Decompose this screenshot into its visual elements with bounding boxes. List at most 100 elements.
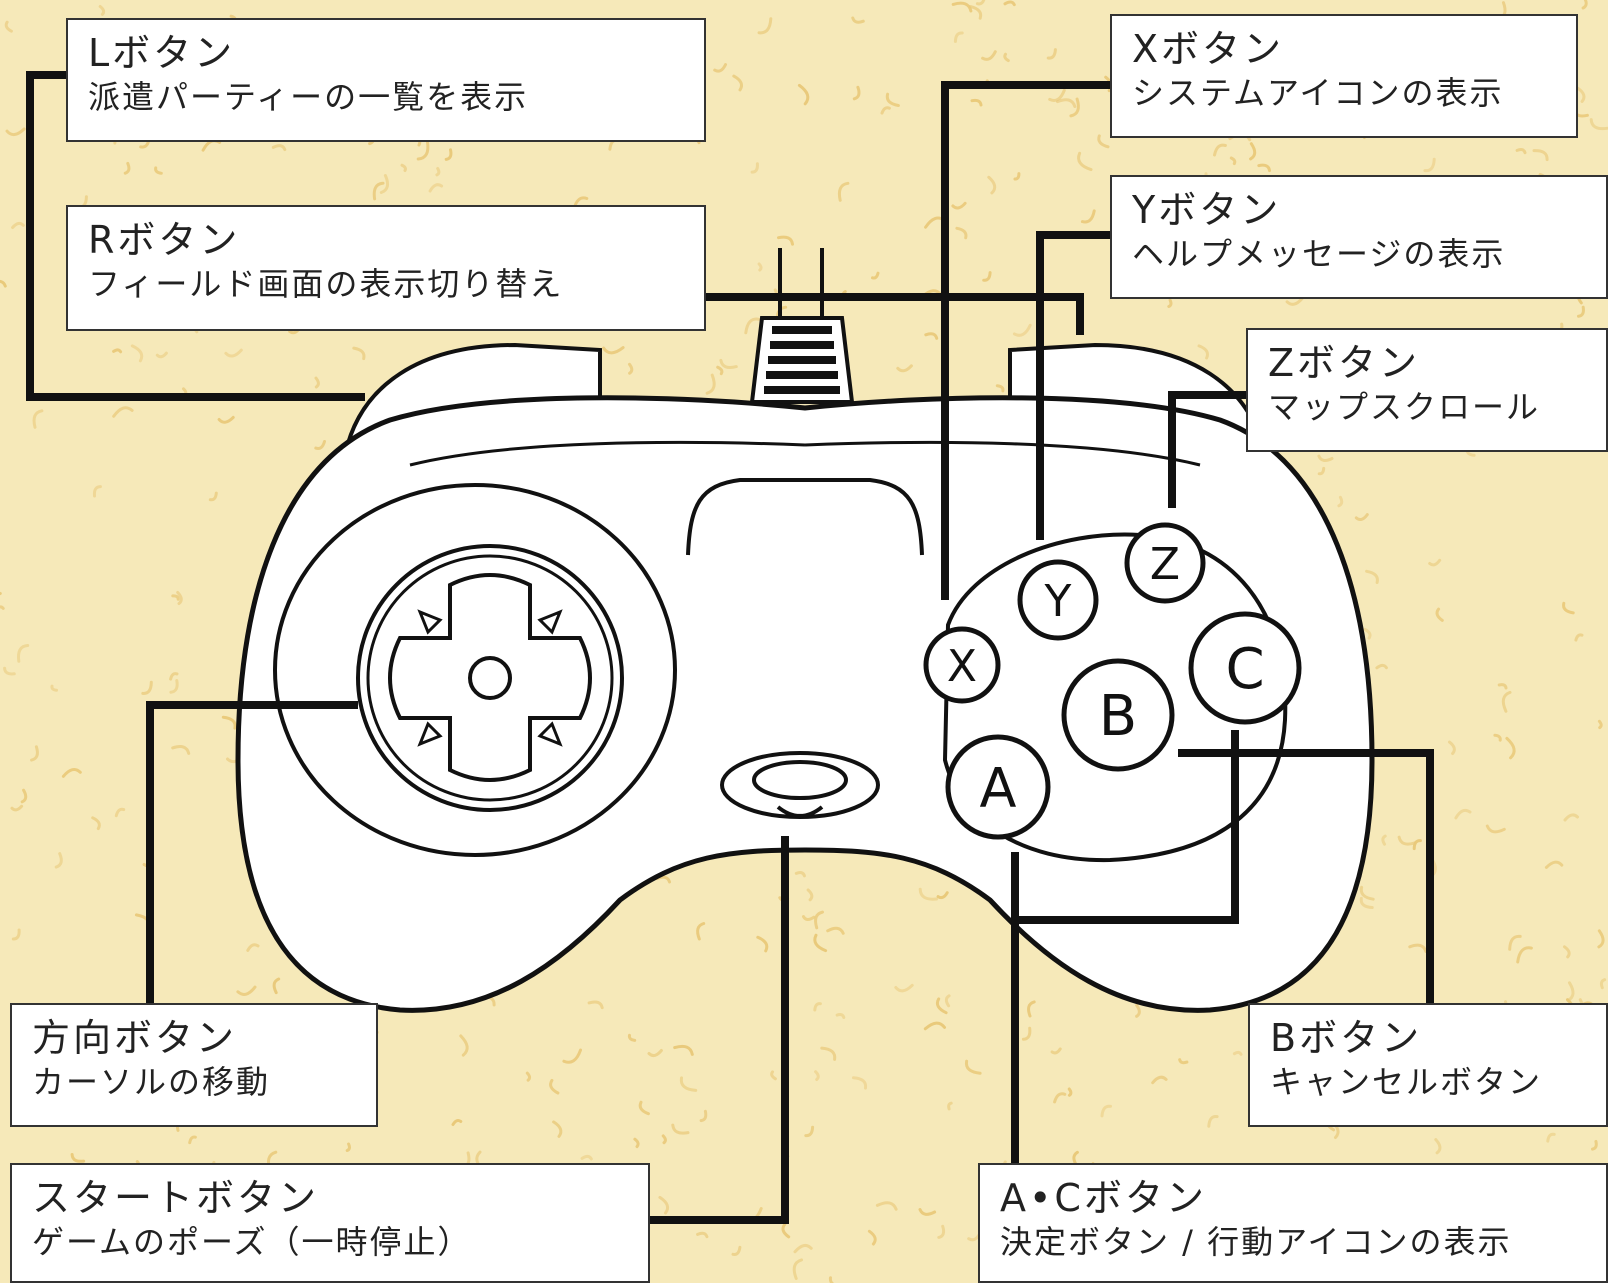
speckle [169,672,179,681]
speckle [1359,885,1375,901]
speckle [987,175,997,195]
speckle [975,0,986,6]
speckle [3,666,16,676]
button-b-label: B [1099,684,1137,749]
speckle [1408,943,1428,953]
label-start-button-desc: ゲームのポーズ（一時停止） [32,1223,472,1261]
speckle [947,1101,953,1111]
speckle [918,1208,937,1216]
speckle [1501,690,1512,713]
speckle [1563,813,1579,822]
speckle [92,485,102,498]
label-ac-button: A•Cボタン 決定ボタン / 行動アイコンの表示 [978,1163,1608,1283]
start-button[interactable] [720,751,880,819]
speckle [696,1231,709,1239]
controller-cable [749,248,855,404]
speckle [1515,148,1527,155]
button-x[interactable]: X [923,626,1001,704]
speckle [628,362,634,375]
speckle [1337,495,1344,508]
speckle [11,221,25,229]
speckle [114,807,126,818]
speckle [757,17,773,35]
label-b-button: Bボタン キャンセルボタン [1248,1003,1608,1127]
speckle [169,679,179,694]
speckle [30,745,39,762]
speckle [951,1,973,13]
speckle [1516,946,1533,964]
button-c[interactable]: C [1188,611,1302,725]
speckle [1213,143,1227,157]
speckle [935,997,948,1015]
speckle [1012,323,1032,337]
speckle [802,915,816,921]
speckle [1232,1050,1243,1056]
speckle [638,1100,650,1116]
button-y-label: Y [1044,576,1072,627]
speckle [794,871,806,878]
speckle [871,271,880,280]
speckle [1566,981,1575,1002]
button-b[interactable]: B [1061,658,1175,772]
speckle [806,888,814,902]
button-z-label: Z [1150,539,1180,590]
speckle [1197,344,1210,360]
button-y[interactable]: Y [1017,559,1099,641]
button-a[interactable]: A [945,734,1051,840]
speckle [1056,98,1077,108]
speckle [435,167,441,177]
button-z[interactable]: Z [1124,522,1206,604]
speckle [1048,88,1066,102]
speckle [852,85,861,101]
speckle [1532,149,1549,162]
label-ac-button-desc: 決定ボタン / 行動アイコンの表示 [1000,1223,1512,1261]
speckle [32,409,44,429]
speckle [744,317,761,335]
speckle [123,161,131,175]
speckle [176,591,183,605]
speckle [964,1059,982,1075]
speckle [4,20,13,33]
speckle [828,1276,835,1283]
speckle [459,1034,469,1057]
speckle [1493,733,1502,742]
speckle [1229,156,1237,166]
speckle [673,1044,694,1056]
speckle [1497,683,1508,690]
speckle [852,1076,868,1090]
label-b-button-title: Bボタン [1270,1016,1423,1060]
label-r-button: Rボタン フィールド画面の表示切り替え [66,205,706,331]
speckle [1365,569,1379,584]
speckle [1100,1104,1112,1118]
speckle [1069,97,1080,118]
speckle [1576,86,1586,103]
speckle [820,1046,837,1061]
speckle [154,166,163,175]
label-l-button-title: Lボタン [88,31,236,75]
label-z-button: Zボタン マップスクロール [1246,328,1608,452]
speckle [777,235,794,246]
speckle [658,1195,670,1215]
speckle [428,183,444,193]
speckle [696,922,706,941]
speckle [1435,607,1444,622]
speckle [1485,824,1506,834]
speckle [54,852,63,869]
speckle [11,928,21,941]
speckle [372,181,385,201]
speckle [970,98,983,107]
speckle [1381,834,1387,846]
speckle [627,1033,637,1042]
speckle [1546,1132,1556,1143]
dpad[interactable] [273,483,677,857]
speckle [923,1021,946,1031]
speckle [937,1224,946,1239]
speckle [580,1154,593,1161]
speckle [995,384,1005,393]
label-dpad-title: 方向ボタン [32,1016,238,1060]
speckle [1080,209,1096,224]
speckle [1167,298,1173,308]
speckle [756,935,769,953]
speckle [1589,118,1608,131]
